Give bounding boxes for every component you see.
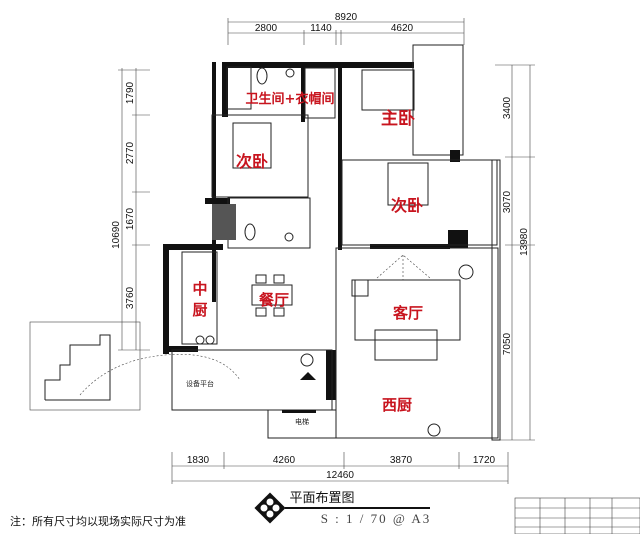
sink-icon (284, 232, 294, 242)
room-bedroom-lower: 次卧 (391, 196, 423, 215)
dim-bottom-2: 4260 (273, 455, 296, 466)
key-plan-inset (29, 321, 141, 411)
drawing-scale: S : 1 / 70 @ A3 (321, 511, 432, 526)
right-dimensions: 3400 3070 7050 13980 (495, 64, 535, 441)
dim-left-1: 1790 (125, 81, 136, 104)
dim-left-total: 10690 (111, 221, 122, 249)
dim-right-2: 3070 (502, 190, 513, 213)
room-kitchen-west: 西厨 (382, 396, 412, 414)
sofa-icon (374, 329, 438, 361)
room-living: 客厅 (392, 304, 423, 322)
chair-icon (351, 279, 369, 297)
room-bath-closet: 卫生间+衣帽间 (246, 91, 335, 107)
sink-icon (285, 68, 295, 78)
dimension-note: 注：所有尺寸均以现场实际尺寸为准 (10, 515, 186, 528)
dim-right-1: 3400 (502, 96, 513, 119)
bed-icon (361, 69, 415, 111)
dim-right-total: 13980 (519, 228, 530, 256)
bottom-dimensions: 1830 4260 3870 1720 12460 (171, 452, 509, 484)
dim-left-2: 2770 (125, 141, 136, 164)
bed-icon (232, 122, 272, 169)
bathtub-icon (226, 66, 252, 110)
room-dining: 餐厅 (259, 291, 289, 309)
room-kitchen-cn-2: 厨 (192, 301, 207, 319)
dim-bottom-3: 3870 (390, 455, 413, 466)
kitchen-counter (181, 251, 218, 345)
bed-icon (387, 162, 429, 206)
room-kitchen-cn-1: 中 (192, 280, 207, 298)
room-master-bedroom: 主卧 (381, 108, 415, 129)
north-arrow-icon (300, 372, 316, 380)
dining-table-icon (251, 284, 293, 306)
dim-top-1: 2800 (255, 23, 278, 34)
drawing-title-text: 平面布置图 (289, 491, 354, 506)
room-equipment-platform: 设备平台 (186, 379, 214, 388)
drawing-title: 平面布置图 S : 1 / 70 @ A3 (254, 491, 432, 526)
title-block (514, 497, 640, 534)
compass-icon (254, 492, 286, 524)
room-labels: 卫生间+衣帽间 主卧 次卧 次卧 中 厨 餐厅 客厅 西厨 设备平台 电梯 (186, 91, 423, 426)
dim-bottom-total: 12460 (326, 470, 354, 481)
dim-bottom-4: 1720 (473, 455, 496, 466)
top-dimensions: 8920 2800 1140 4620 (227, 12, 465, 45)
walls (163, 44, 501, 441)
stove-icon (195, 335, 205, 345)
toilet-icon (244, 223, 256, 241)
dim-top-total: 8920 (335, 12, 358, 23)
washer-icon (300, 353, 314, 367)
stair-shaft (212, 204, 236, 240)
dim-left-4: 3760 (125, 286, 136, 309)
dim-left-3: 1670 (125, 207, 136, 230)
room-bedroom-upper: 次卧 (236, 152, 268, 171)
toilet-icon (256, 67, 268, 85)
dim-right-3: 7050 (502, 332, 513, 355)
dim-bottom-1: 1830 (187, 455, 210, 466)
furniture (79, 66, 474, 437)
dim-top-3: 4620 (391, 23, 414, 34)
room-elevator: 电梯 (295, 417, 309, 426)
dim-top-2: 1140 (310, 23, 332, 34)
left-dimensions: 10690 1790 2770 1670 3760 (111, 68, 150, 351)
